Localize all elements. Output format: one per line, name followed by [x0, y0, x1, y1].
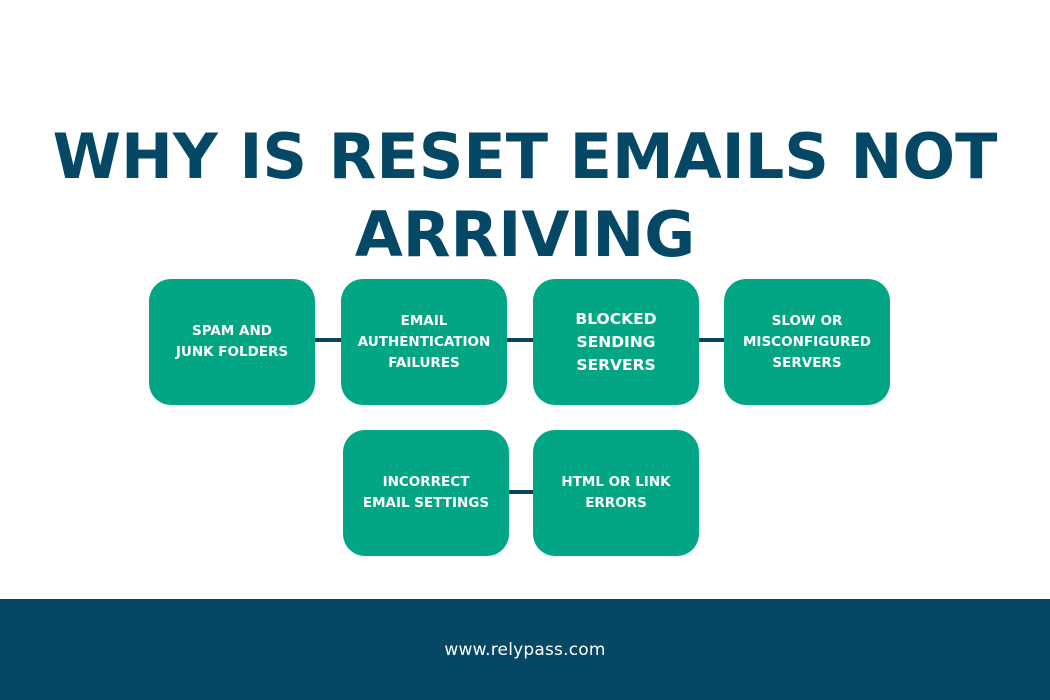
- cause-box-email-authentication: EMAIL AUTHENTICATION FAILURES: [341, 279, 507, 405]
- footer-bar: www.relypass.com: [0, 599, 1050, 700]
- connector-2-3: [506, 338, 533, 342]
- cause-label: SLOW OR MISCONFIGURED SERVERS: [743, 312, 871, 371]
- connector-5-6: [508, 490, 534, 494]
- cause-label: SPAM AND JUNK FOLDERS: [175, 323, 289, 360]
- title-line-2: ARRIVING: [354, 197, 696, 271]
- cause-box-blocked-servers: BLOCKED SENDING SERVERS: [533, 279, 699, 405]
- cause-label: EMAIL AUTHENTICATION FAILURES: [357, 312, 491, 371]
- cause-box-slow-misconfigured: SLOW OR MISCONFIGURED SERVERS: [724, 279, 890, 405]
- cause-box-spam-junk: SPAM AND JUNK FOLDERS: [149, 279, 315, 405]
- cause-label: INCORRECT EMAIL SETTINGS: [362, 474, 490, 511]
- cause-label: HTML OR LINK ERRORS: [561, 474, 671, 511]
- connector-1-2: [315, 338, 341, 342]
- title-line-1: WHY IS RESET EMAILS NOT: [52, 119, 998, 193]
- page-title: WHY IS RESET EMAILS NOT ARRIVING: [0, 118, 1050, 274]
- cause-box-html-link-errors: HTML OR LINK ERRORS: [533, 430, 699, 556]
- cause-box-incorrect-settings: INCORRECT EMAIL SETTINGS: [343, 430, 509, 556]
- connector-3-4: [698, 338, 724, 342]
- website-url: www.relypass.com: [444, 639, 606, 660]
- cause-label: BLOCKED SENDING SERVERS: [575, 309, 657, 374]
